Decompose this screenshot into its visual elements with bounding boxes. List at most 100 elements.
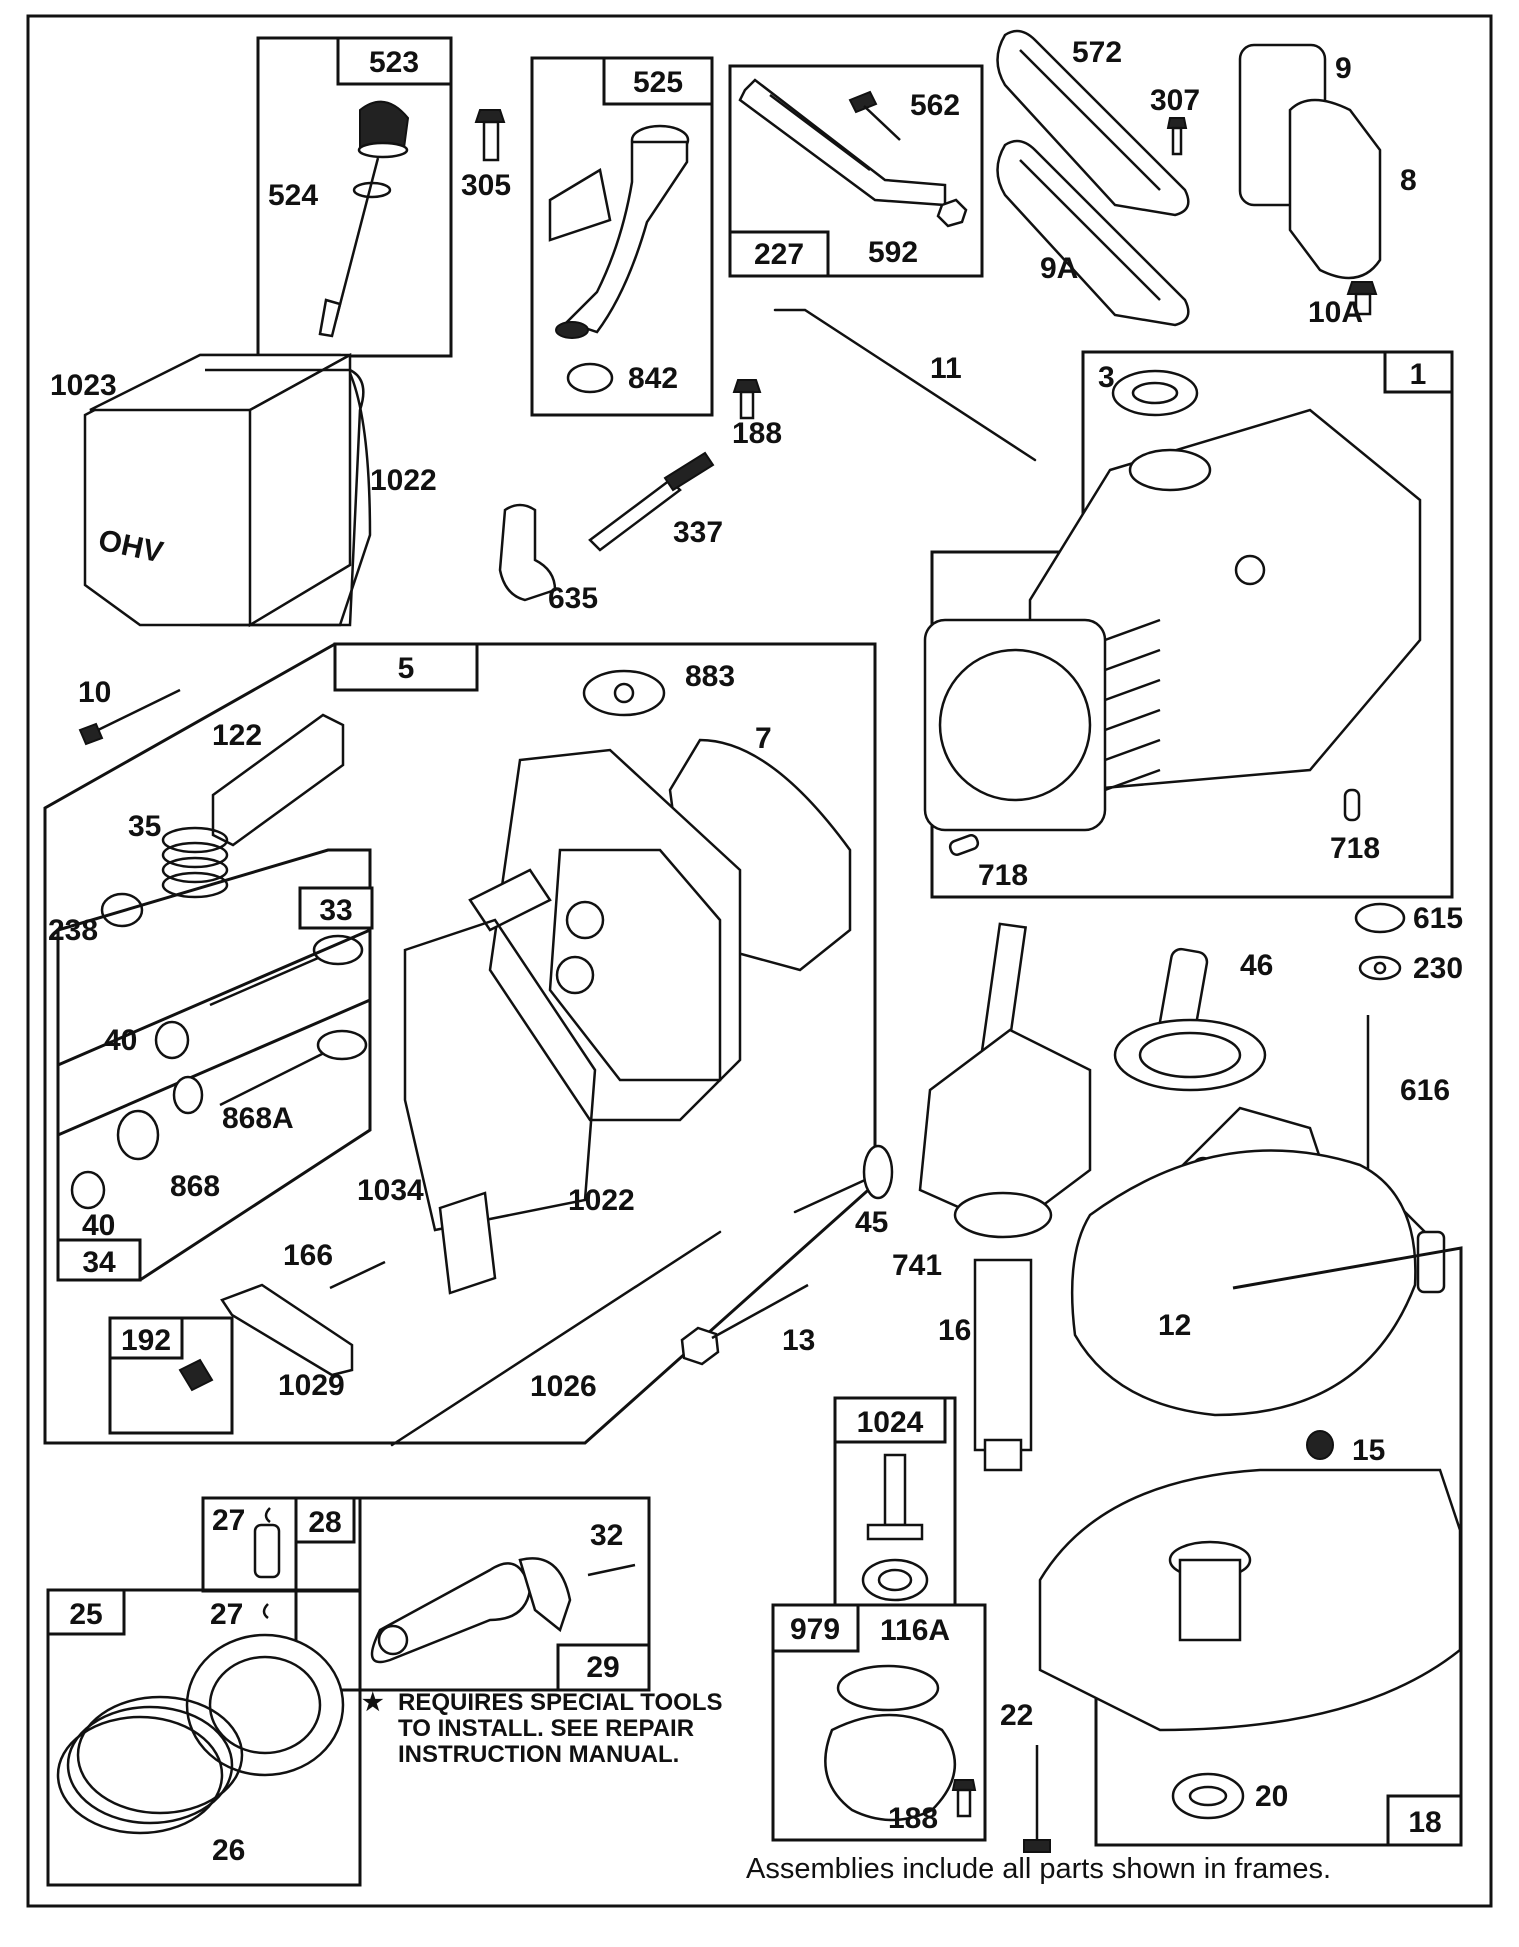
label-34: 34: [82, 1246, 116, 1279]
label-20: 20: [1255, 1780, 1288, 1813]
label-26: 26: [212, 1834, 245, 1867]
o-ring-842: [566, 362, 614, 394]
label-11: 11: [930, 352, 962, 385]
gear-741: [953, 1191, 1053, 1239]
label-741: 741: [892, 1249, 942, 1282]
bolt-188-bottom: [951, 1779, 977, 1818]
label-25: 25: [69, 1598, 102, 1631]
label-116a: 116A: [880, 1614, 950, 1647]
label-33: 33: [319, 894, 352, 927]
label-13: 13: [782, 1324, 815, 1357]
washer-615: [1354, 902, 1406, 934]
label-1: 1: [1410, 358, 1427, 391]
label-5: 5: [398, 652, 415, 685]
clip-27-bottom: [262, 1603, 269, 1619]
rod-cap-29: [518, 1557, 572, 1633]
frame-192: 192: [108, 1316, 234, 1435]
label-979: 979: [790, 1613, 840, 1646]
label-1023: 1023: [50, 369, 117, 402]
camshaft-46: [1113, 947, 1267, 1092]
label-592: 592: [868, 236, 918, 269]
cylinder-block-part: [923, 408, 1422, 832]
tube-11: [773, 308, 1037, 462]
pump-cover-979: [824, 1713, 957, 1822]
sump-part: [1038, 1468, 1462, 1732]
bolt-10: [78, 688, 181, 746]
label-1022-head: 1022: [568, 1184, 635, 1217]
label-868: 868: [170, 1170, 220, 1203]
bolt-32: [587, 1563, 636, 1577]
frame-5: 5 883 7 122 35 238 1022: [43, 642, 877, 1445]
frame-1: 1 3 718 718: [923, 350, 1454, 899]
note-star: ★: [362, 1689, 384, 1716]
label-305: 305: [461, 169, 511, 202]
bolt-305: 305: [461, 109, 511, 202]
label-192: 192: [121, 1324, 171, 1357]
washer-230: [1358, 955, 1402, 981]
block-122: [211, 713, 345, 847]
label-27-bottom: 27: [210, 1598, 243, 1631]
note-line-1: REQUIRES SPECIAL TOOLS: [398, 1689, 723, 1716]
clip-27-top: [264, 1507, 271, 1523]
label-1024: 1024: [857, 1406, 924, 1439]
label-524: 524: [268, 179, 318, 212]
frame-25: 25 27 26: [46, 1588, 362, 1887]
label-615: 615: [1413, 902, 1463, 935]
label-45: 45: [855, 1206, 888, 1239]
rocker-arm-1029: [220, 1283, 354, 1377]
label-8: 8: [1400, 164, 1417, 197]
label-868a: 868A: [222, 1102, 294, 1135]
valve-34: [219, 1048, 331, 1107]
label-1026: 1026: [530, 1370, 597, 1403]
frame-227: 227 562 592: [728, 64, 984, 278]
label-718-right: 718: [1330, 832, 1380, 865]
label-122: 122: [212, 719, 262, 752]
piston-pin: [253, 1523, 281, 1579]
oil-fill-tube-part: [548, 124, 690, 339]
screw-307: [1166, 117, 1188, 156]
label-10: 10: [78, 676, 111, 709]
label-1029: 1029: [278, 1369, 345, 1402]
frame-18: 18 20: [1038, 1246, 1463, 1847]
frame-523: 523 524: [256, 36, 453, 358]
diagram-outer-frame: [26, 14, 1493, 1908]
frame-1024: 1024: [833, 1396, 957, 1607]
frame-28: 28 29 32: [201, 1496, 651, 1692]
label-3: 3: [1098, 361, 1115, 394]
bolt-10a: [1346, 281, 1378, 316]
label-1022-cover: 1022: [370, 464, 437, 497]
label-12: 12: [1158, 1309, 1191, 1342]
label-7: 7: [755, 722, 772, 755]
label-227: 227: [754, 238, 804, 271]
label-616: 616: [1400, 1074, 1450, 1107]
rocker-cover-1023: OHV: [83, 352, 372, 628]
label-9a: 9A: [1040, 252, 1078, 285]
seal-20: [1171, 1772, 1245, 1820]
seal-3: [1111, 369, 1199, 417]
label-32: 32: [590, 1519, 623, 1552]
label-46: 46: [1240, 949, 1273, 982]
label-29: 29: [586, 1651, 619, 1684]
label-718-left: 718: [978, 859, 1028, 892]
note-line-3: INSTRUCTION MANUAL.: [398, 1741, 679, 1768]
valve-33: [209, 953, 326, 1007]
dowel-718-left: [948, 834, 980, 856]
gasket-1022-cover: [200, 368, 365, 627]
stud-166: [329, 1260, 386, 1290]
washer-868a: [172, 1075, 204, 1115]
label-27-top: 27: [212, 1504, 245, 1537]
dowel-718-right: [1343, 788, 1361, 822]
label-166: 166: [283, 1239, 333, 1272]
piston-rings-26: [56, 1695, 244, 1835]
bolt-13: [680, 1283, 809, 1366]
seal-868: [116, 1109, 160, 1161]
label-22: 22: [1000, 1699, 1033, 1732]
label-562: 562: [910, 89, 960, 122]
gasket-1022-head: [403, 918, 597, 1232]
nut-192: [178, 1358, 214, 1392]
gasket-572: [996, 29, 1190, 217]
bolt-22: [1023, 1745, 1051, 1853]
label-635: 635: [548, 582, 598, 615]
label-40-bottom: 40: [82, 1209, 115, 1242]
